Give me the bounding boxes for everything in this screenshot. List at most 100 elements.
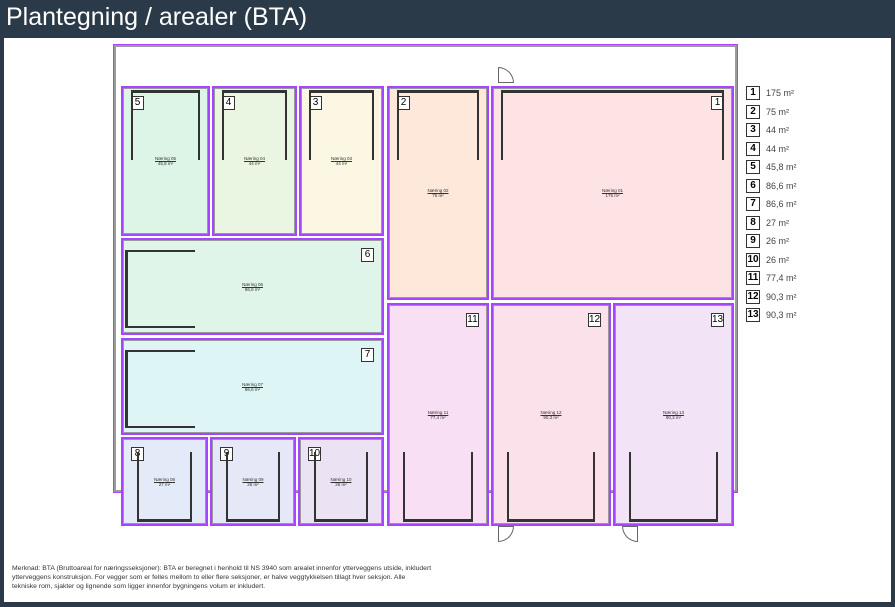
room-name: Næring 03: [330, 156, 352, 161]
legend-area: 86,6 m²: [766, 199, 797, 210]
room-number: 6: [361, 248, 374, 262]
legend-area: 175 m²: [766, 88, 795, 99]
room-name: Næring 11: [427, 409, 449, 415]
legend-item: 11 77,4 m²: [746, 269, 797, 288]
room-area: 44 m²: [335, 161, 348, 166]
legend-area: 44 m²: [766, 143, 790, 154]
legend-area: 26 m²: [766, 236, 790, 247]
room-area: 26 m²: [335, 481, 347, 487]
fixture-outline: [314, 452, 368, 522]
room-number: 13: [711, 313, 724, 327]
room-name: Næring 04: [243, 156, 265, 161]
room-name: Næring 05: [154, 156, 176, 161]
legend-number: 7: [746, 197, 760, 212]
legend-number: 5: [746, 160, 760, 175]
legend-area: 90,3 m²: [766, 291, 797, 302]
room-name: Næring 10: [330, 476, 352, 482]
fixture-outline: [403, 452, 473, 522]
legend-area: 27 m²: [766, 217, 790, 228]
legend-number: 12: [746, 289, 760, 304]
legend-number: 11: [746, 271, 760, 286]
page-title: Plantegning / arealer (BTA): [6, 3, 308, 31]
room-name: Næring 13: [662, 409, 684, 415]
legend-item: 8 27 m²: [746, 214, 797, 233]
legend-item: 1 175 m²: [746, 84, 797, 103]
legend-area: 45,8 m²: [766, 162, 797, 173]
fixture-outline: [507, 452, 595, 522]
room-number: 11: [466, 313, 479, 327]
room-name: Næring 02: [427, 188, 449, 193]
room-name: Næring 09: [242, 476, 264, 482]
room-name: Næring 01: [601, 188, 623, 193]
room-number: 7: [361, 348, 374, 362]
legend-item: 12 90,3 m²: [746, 288, 797, 307]
fixture-outline: [309, 90, 374, 160]
legend-item: 9 26 m²: [746, 232, 797, 251]
room-name: Næring 07: [241, 381, 263, 387]
fixture-outline: [125, 250, 195, 328]
room-area: 90,3 m²: [665, 414, 682, 420]
legend-number: 8: [746, 215, 760, 230]
fixture-outline: [131, 90, 200, 160]
legend-item: 3 44 m²: [746, 121, 797, 140]
legend-number: 6: [746, 178, 760, 193]
legend-number: 10: [746, 252, 760, 267]
legend-number: 9: [746, 234, 760, 249]
room-name: Næring 12: [540, 409, 562, 415]
fixture-outline: [629, 452, 718, 522]
room-area: 75 m²: [432, 193, 444, 198]
legend-area: 86,6 m²: [766, 180, 797, 191]
fixture-outline: [222, 90, 287, 160]
legend-item: 7 86,6 m²: [746, 195, 797, 214]
fixture-outline: [226, 452, 280, 522]
legend-number: 3: [746, 123, 760, 138]
room-area: 77,4 m²: [430, 414, 446, 420]
legend-area: 90,3 m²: [766, 310, 797, 321]
legend-number: 13: [746, 308, 760, 323]
legend-number: 1: [746, 86, 760, 101]
fixture-outline: [501, 90, 724, 160]
legend-item: 10 26 m²: [746, 251, 797, 270]
legend-item: 6 86,6 m²: [746, 177, 797, 196]
room-name: Næring 06: [241, 281, 263, 287]
legend-area: 26 m²: [766, 254, 790, 265]
legend-item: 5 45,8 m²: [746, 158, 797, 177]
note-text: Merknad: BTA (Bruttoareal for næringssek…: [12, 565, 432, 590]
legend-number: 4: [746, 141, 760, 156]
fixture-outline: [137, 452, 192, 522]
room-area: 90,3 m²: [543, 414, 559, 420]
legend-number: 2: [746, 104, 760, 119]
legend-area: 44 m²: [766, 125, 790, 136]
room-area: 175 m²: [605, 193, 620, 198]
legend-area: 77,4 m²: [766, 273, 797, 284]
room-area: 26 m²: [247, 481, 259, 487]
legend-item: 13 90,3 m²: [746, 306, 797, 325]
fixture-outline: [125, 350, 195, 428]
room-number: 12: [588, 313, 601, 327]
room-area: 86,6 m²: [244, 286, 261, 292]
room-name: Næring 08: [153, 476, 175, 482]
